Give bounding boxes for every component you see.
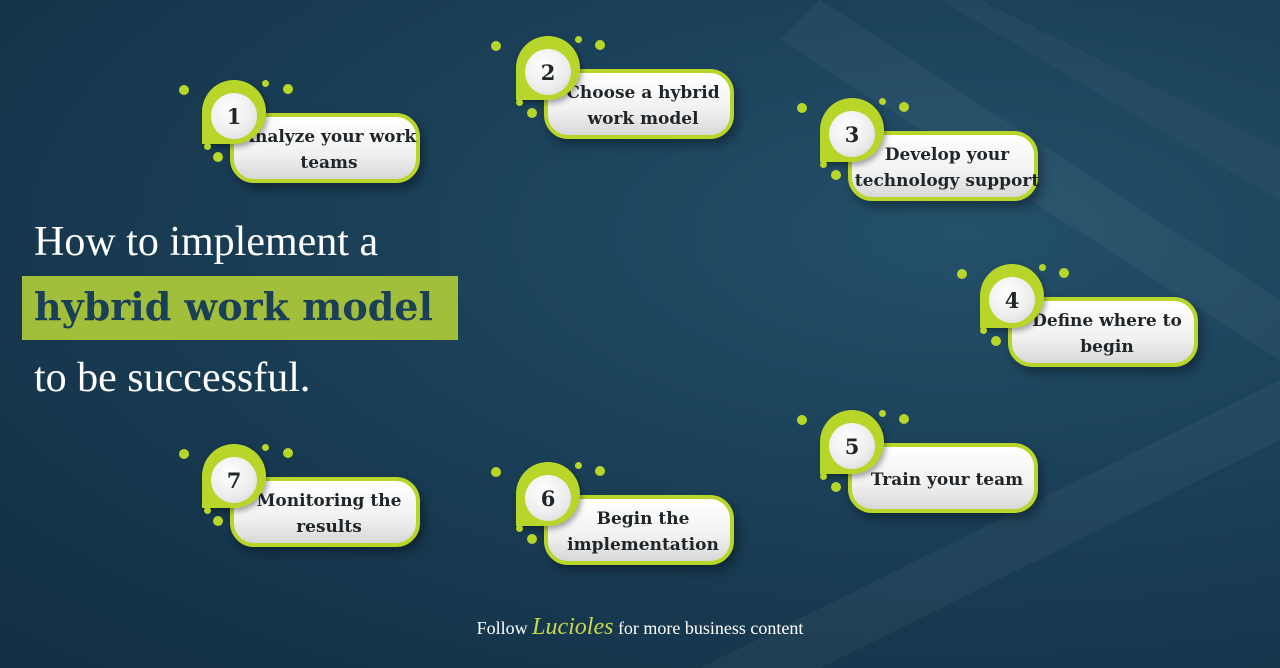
headline-line-1: How to implement a	[34, 219, 379, 265]
decor-dot	[991, 336, 1001, 346]
decor-dot	[820, 473, 827, 480]
step-6-text: Begin the implementation	[567, 509, 719, 555]
footer-tagline: for more business content	[617, 618, 804, 638]
decor-dot	[575, 36, 582, 43]
decor-dot	[980, 327, 987, 334]
decor-dot	[179, 449, 189, 459]
decor-dot	[595, 466, 605, 476]
decor-dot	[879, 410, 886, 417]
decor-dot	[879, 98, 886, 105]
step-7: Monitoring the results 7	[200, 440, 460, 580]
footer-follow: Follow	[476, 618, 528, 638]
step-3-badge: 3	[820, 98, 884, 162]
step-2: Choose a hybrid work model 2	[514, 32, 774, 172]
headline-line-3: to be successful.	[34, 355, 311, 401]
step-3-text: Develop your technology support	[854, 145, 1040, 191]
decor-dot	[820, 161, 827, 168]
decor-dot	[831, 170, 841, 180]
decor-dot	[957, 269, 967, 279]
step-4-number: 4	[989, 277, 1035, 323]
step-2-card	[544, 69, 734, 139]
decor-dot	[262, 80, 269, 87]
step-3: Develop your technology support 3	[818, 94, 1078, 234]
step-4-text: Define where to begin	[1032, 311, 1182, 357]
step-7-text: Monitoring the results	[256, 491, 402, 537]
step-6: Begin the implementation 6	[514, 458, 774, 598]
decor-dot	[283, 448, 293, 458]
step-3-number: 3	[829, 111, 875, 157]
step-7-badge: 7	[202, 444, 266, 508]
decor-dot	[527, 108, 537, 118]
step-6-number: 6	[525, 475, 571, 521]
decor-dot	[204, 507, 211, 514]
footer-caption: Follow Lucioles for more business conten…	[0, 614, 1280, 641]
step-5-number: 5	[829, 423, 875, 469]
decor-dot	[179, 85, 189, 95]
step-6-badge: 6	[516, 462, 580, 526]
decor-dot	[899, 102, 909, 112]
step-5-card	[848, 443, 1038, 513]
step-5-text: Train your team	[870, 470, 1024, 490]
decor-dot	[797, 415, 807, 425]
step-4-badge: 4	[980, 264, 1044, 328]
decor-dot	[213, 516, 223, 526]
step-4: Define where to begin 4	[978, 260, 1238, 400]
step-2-number: 2	[525, 49, 571, 95]
decor-dot	[575, 462, 582, 469]
step-5-badge: 5	[820, 410, 884, 474]
step-7-number: 7	[211, 457, 257, 503]
step-2-badge: 2	[516, 36, 580, 100]
step-1-text: Analyze your work teams	[241, 127, 417, 173]
decor-dot	[283, 84, 293, 94]
decor-dot	[527, 534, 537, 544]
decor-dot	[1039, 264, 1046, 271]
decor-dot	[516, 525, 523, 532]
decor-dot	[204, 143, 211, 150]
headline-highlight-bar	[22, 276, 458, 340]
decor-dot	[595, 40, 605, 50]
decor-dot	[797, 103, 807, 113]
step-1: Analyze your work teams 1	[200, 76, 460, 216]
decor-dot	[491, 41, 501, 51]
step-5: Train your team 5	[818, 406, 1078, 546]
decor-dot	[831, 482, 841, 492]
step-1-badge: 1	[202, 80, 266, 144]
decor-dot	[213, 152, 223, 162]
decor-dot	[899, 414, 909, 424]
headline: How to implement a hybrid work model to …	[0, 210, 480, 410]
brand-name: Lucioles	[532, 614, 614, 640]
decor-dot	[516, 99, 523, 106]
step-2-text: Choose a hybrid work model	[566, 83, 720, 129]
decor-dot	[1059, 268, 1069, 278]
step-1-number: 1	[211, 93, 257, 139]
decor-dot	[262, 444, 269, 451]
headline-line-2: hybrid work model	[34, 284, 433, 329]
decor-dot	[491, 467, 501, 477]
